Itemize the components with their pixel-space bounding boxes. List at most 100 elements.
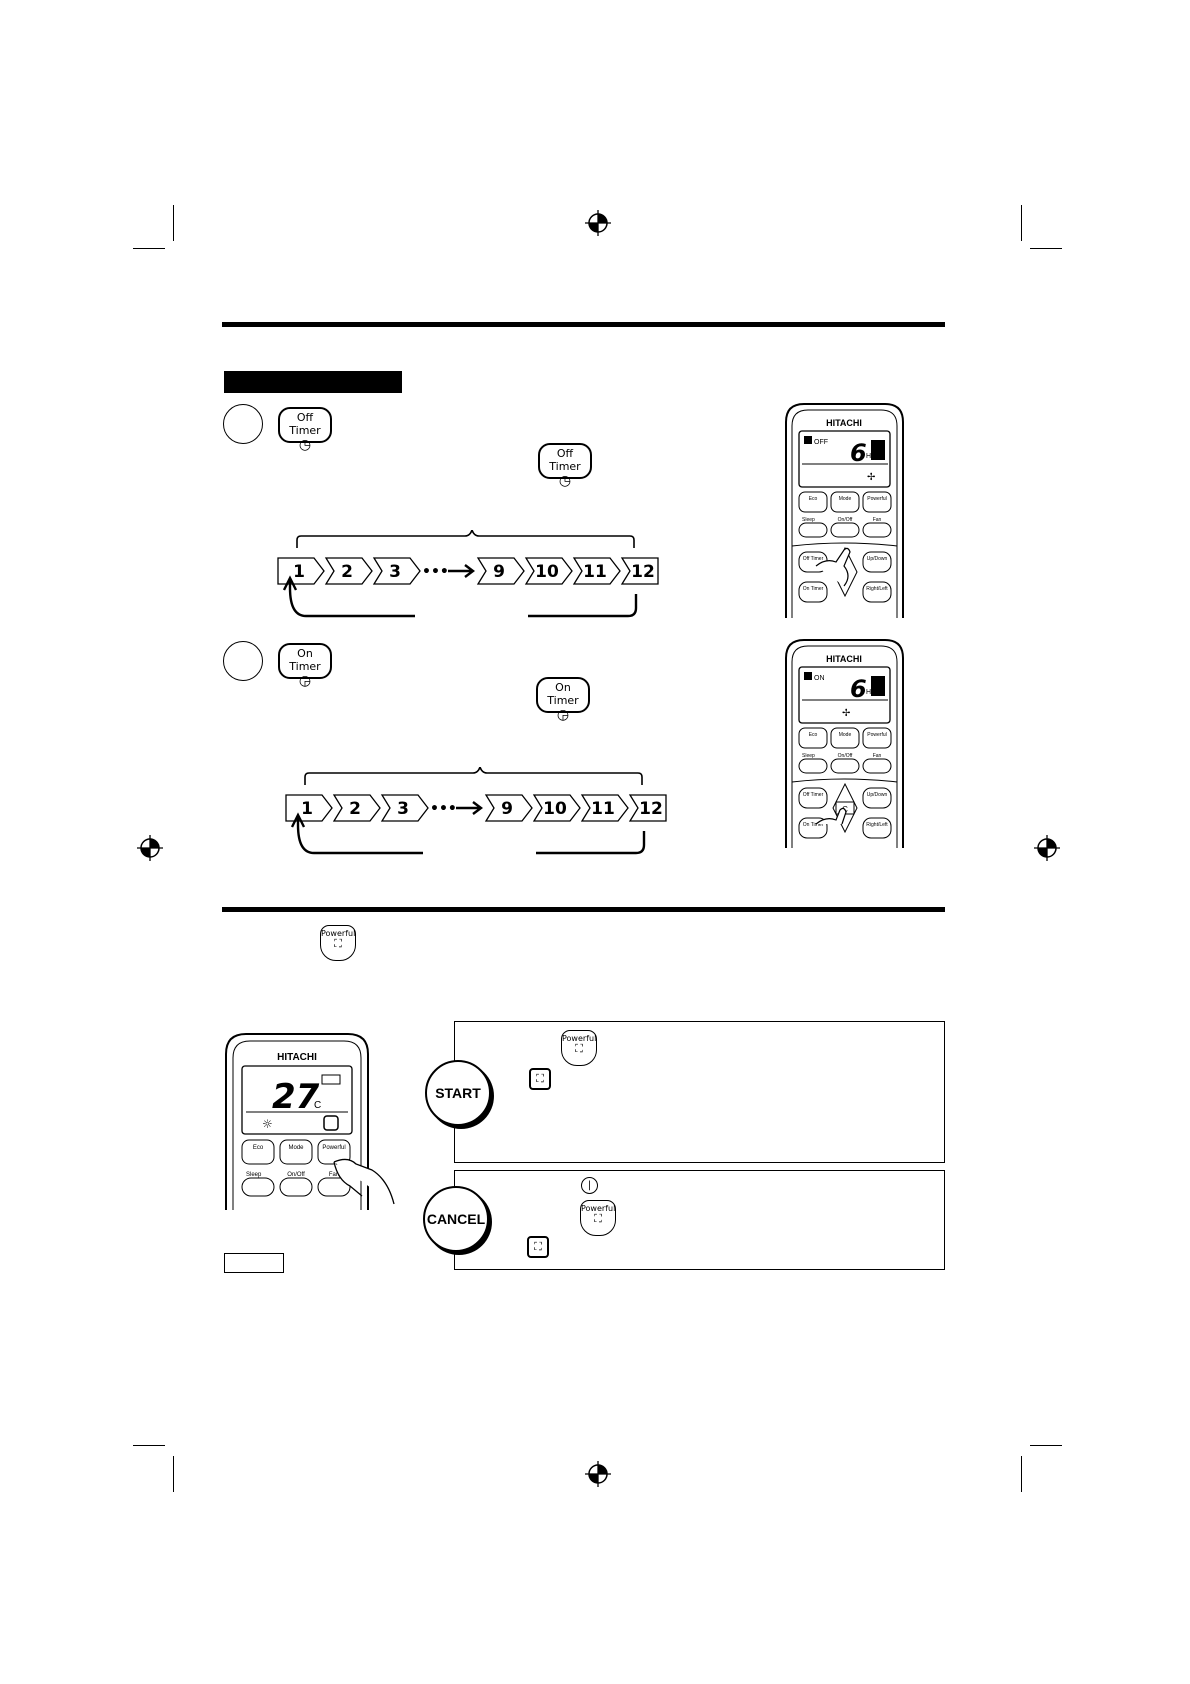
- temperature-digits: 27: [272, 1077, 320, 1117]
- hour-step-label: 2: [341, 562, 353, 582]
- off-timer-button[interactable]: Off Timer ◷: [538, 443, 592, 489]
- hour-step-box: [380, 794, 429, 822]
- off-timer-key-label: Off Timer: [803, 792, 824, 798]
- remote-illustration-on-timer: HITACHI ON 6 H ✢ Eco Mode Powerful Sleep…: [785, 639, 904, 848]
- rightleft-key-label: Right/Left: [866, 822, 888, 828]
- hour-step-box: [324, 557, 373, 585]
- section-rule: [222, 907, 945, 912]
- hour-step-label: 10: [543, 799, 567, 819]
- cancel-badge: CANCEL: [423, 1186, 489, 1252]
- off-timer-label: Off Timer: [289, 411, 321, 437]
- timer-mode-flag: ON: [814, 675, 825, 682]
- mode-label: Mode: [839, 496, 852, 502]
- start-label: START: [435, 1085, 481, 1101]
- hour-step-box: [524, 557, 573, 585]
- hour-step-box: [372, 557, 421, 585]
- updown-key-label: Up/Down: [867, 792, 888, 798]
- crop-mark: [173, 205, 174, 241]
- hour-step-label: 3: [389, 562, 401, 582]
- brand-logo: HITACHI: [826, 418, 862, 428]
- hour-step-label: 11: [591, 799, 615, 819]
- cancel-label: CANCEL: [426, 1211, 486, 1227]
- powerful-label: Powerful: [581, 1204, 616, 1213]
- remote-illustration-off-timer: HITACHI OFF 6 H ✢ Eco Mode Powerful Slee…: [785, 403, 904, 618]
- updown-key-label: Up/Down: [867, 556, 888, 562]
- fan-label: Fan: [873, 753, 882, 759]
- brand-logo: HITACHI: [277, 1052, 317, 1063]
- sleep-label: Sleep: [246, 1172, 262, 1178]
- powerful-label: Powerful: [322, 1145, 345, 1151]
- hour-step-label: 12: [639, 799, 663, 819]
- powerful-icon: ⛶: [334, 937, 342, 950]
- step-circle: [223, 404, 263, 444]
- hour-step-label: 3: [397, 799, 409, 819]
- remote-illustration-powerful: HITACHI 27 C ☼ Eco Mode Powerful Sleep O…: [225, 1033, 395, 1210]
- sequence-ellipsis: •••: [422, 564, 449, 580]
- eco-label: Eco: [809, 732, 818, 738]
- hour-step-box: [628, 794, 667, 822]
- on-timer-label: On Timer: [547, 681, 579, 707]
- powerful-label: Powerful: [867, 496, 886, 502]
- step-circle: [223, 641, 263, 681]
- timer-mode-flag: OFF: [814, 439, 828, 446]
- rightleft-key-label: Right/Left: [866, 586, 888, 592]
- crosshair-icon: [585, 1461, 611, 1487]
- powerful-icon: ⛶: [594, 1212, 602, 1225]
- powerful-button[interactable]: Powerful ⛶: [580, 1200, 616, 1236]
- on-timer-button[interactable]: On Timer ◶: [536, 677, 590, 723]
- hour-step-label: 12: [631, 562, 655, 582]
- hour-step-label: 2: [349, 799, 361, 819]
- powerful-label: Powerful: [321, 929, 356, 938]
- sequence-arrow: [448, 564, 475, 578]
- powerful-icon: ⛶: [527, 1236, 549, 1258]
- powerful-icon: ⛶: [529, 1068, 551, 1090]
- mode-label: Mode: [288, 1145, 304, 1151]
- clock-icon: ◷: [558, 473, 572, 489]
- powerful-button[interactable]: Powerful ⛶: [561, 1030, 597, 1066]
- crop-mark: [1030, 1445, 1062, 1446]
- eco-label: Eco: [809, 496, 818, 502]
- eco-label: Eco: [253, 1145, 264, 1151]
- hour-step-box: [572, 557, 621, 585]
- fan-label: Fan: [873, 517, 882, 523]
- clock-icon: ◶: [298, 673, 312, 689]
- fan-label: Fan: [329, 1172, 339, 1178]
- hour-step-label: 11: [583, 562, 607, 582]
- hour-step-box: [620, 557, 659, 585]
- hour-step-label: 1: [301, 799, 313, 819]
- off-timer-key-label: Off Timer: [803, 556, 824, 562]
- hour-step-label: 9: [493, 562, 505, 582]
- hour-step-box: [332, 794, 381, 822]
- crop-mark: [1030, 248, 1062, 249]
- section-tab: [224, 371, 402, 393]
- off-timer-label: Off Timer: [549, 447, 581, 473]
- mode-label: Mode: [839, 732, 852, 738]
- sleep-label: Sleep: [802, 517, 815, 523]
- on-timer-key-label: On Timer: [803, 586, 824, 592]
- sequence-ellipsis: •••: [430, 801, 457, 817]
- hour-step-label: 1: [293, 562, 305, 582]
- start-instruction-box: [454, 1021, 945, 1163]
- crosshair-icon: [1034, 835, 1060, 861]
- off-timer-button[interactable]: Off Timer ◷: [278, 407, 332, 453]
- brand-logo: HITACHI: [826, 654, 862, 664]
- powerful-button[interactable]: Powerful ⛶: [320, 925, 356, 961]
- crop-mark: [1021, 205, 1022, 241]
- crop-mark: [173, 1456, 174, 1492]
- sequence-arrow: [456, 801, 483, 815]
- clock-icon: ◷: [298, 437, 312, 453]
- power-icon: |: [581, 1177, 598, 1194]
- clock-icon: ◶: [556, 707, 570, 723]
- hour-unit: H: [866, 689, 871, 696]
- on-timer-button[interactable]: On Timer ◶: [278, 643, 332, 689]
- crop-mark: [1021, 1456, 1022, 1492]
- svg-text:✢: ✢: [867, 472, 875, 483]
- start-badge: START: [425, 1060, 491, 1126]
- hour-step-label: 10: [535, 562, 559, 582]
- crop-mark: [133, 1445, 165, 1446]
- on-timer-label: On Timer: [289, 647, 321, 673]
- timer-hours-digit: 6: [850, 675, 867, 703]
- note-label-box: [224, 1253, 284, 1273]
